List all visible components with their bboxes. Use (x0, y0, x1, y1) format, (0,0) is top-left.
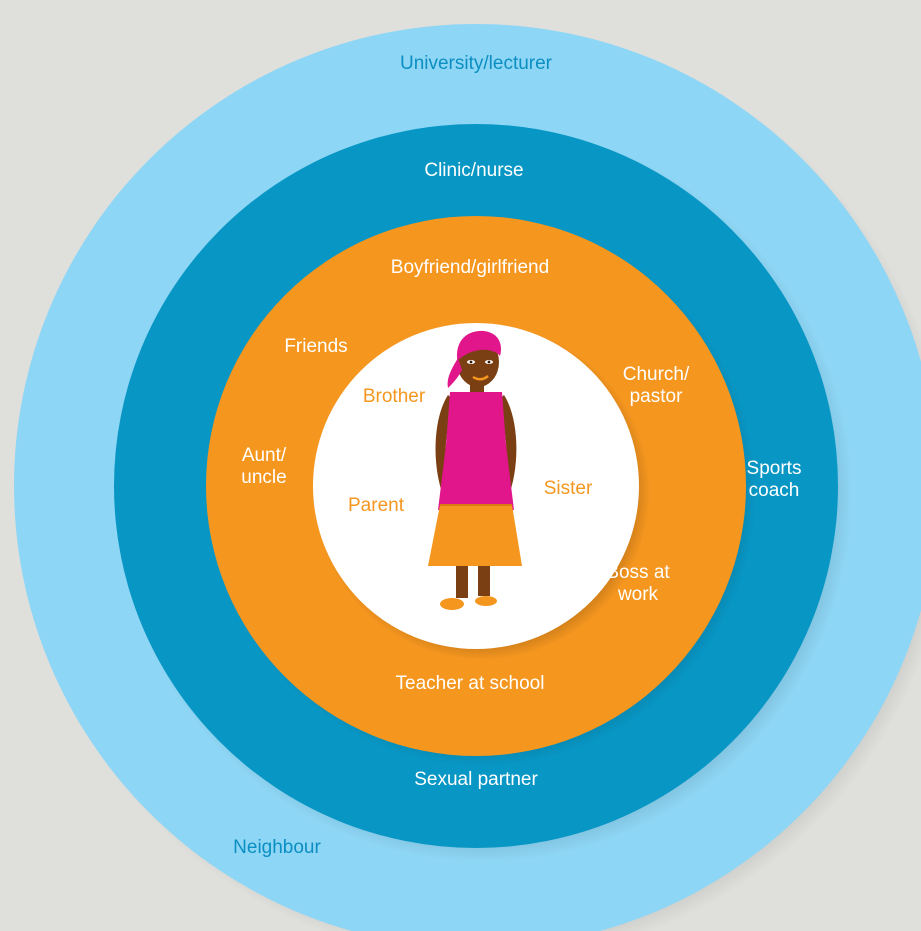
middle-label-sexual-partner: Sexual partner (414, 769, 538, 790)
girl-figure-icon (428, 330, 522, 610)
inner-label-church: Church/ pastor (622, 364, 690, 407)
middle-label-clinic: Clinic/nurse (424, 160, 524, 181)
outer-label-neighbour: Neighbour (233, 837, 321, 858)
center-label-sister: Sister (543, 478, 593, 499)
center-label-parent: Parent (348, 495, 404, 516)
inner-label-boss: Boss at work (606, 562, 670, 605)
middle-label-sports-coach: Sports coach (746, 458, 802, 501)
outer-label-university: University/lecturer (399, 53, 553, 74)
inner-label-boyfriend: Boyfriend/girlfriend (390, 257, 550, 278)
inner-label-aunt-uncle: Aunt/ uncle (241, 445, 287, 488)
center-label-brother: Brother (362, 386, 426, 407)
inner-label-teacher: Teacher at school (395, 673, 545, 694)
inner-label-friends: Friends (284, 336, 348, 357)
